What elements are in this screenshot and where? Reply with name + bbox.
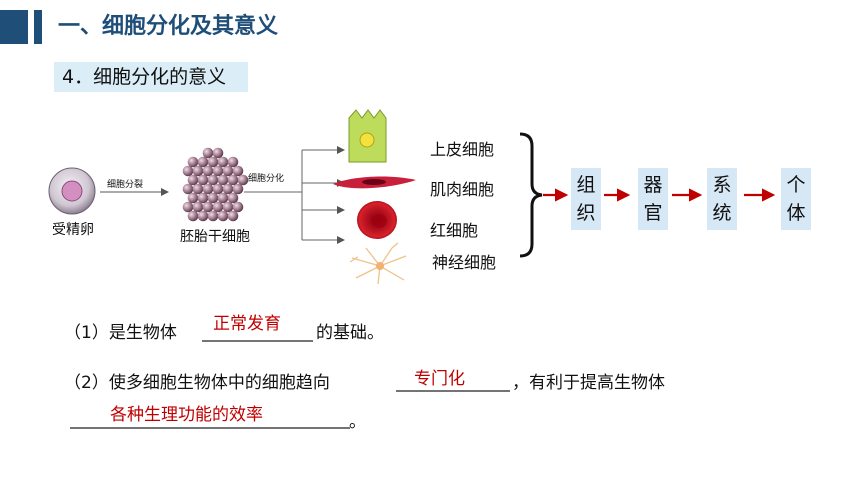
stem-cell-ball — [187, 192, 199, 204]
differentiation-branches — [244, 146, 345, 244]
individual-box: 个体 — [781, 168, 811, 230]
stem-cell-ball — [197, 174, 209, 186]
stem-cell-ball — [187, 156, 199, 168]
stem-cell-ball — [212, 183, 224, 195]
question-1-prefix: （1）是生物体 — [64, 323, 177, 343]
stem-cell-ball — [202, 183, 214, 195]
section-title: 4．细胞分化的意义 — [62, 66, 227, 88]
stem-cell-ball — [217, 156, 229, 168]
question-2-answer: 专门化 — [414, 369, 465, 389]
cell-type-label: 上皮细胞 — [430, 140, 495, 159]
nerve-cell-icon — [349, 242, 407, 285]
stem-cell-ball — [227, 210, 239, 222]
stem-cell-ball — [182, 183, 194, 195]
question-2-suffix: ，有利于提高生物体 — [512, 373, 665, 393]
grouping-brace — [519, 132, 543, 258]
stem-cell-ball — [197, 210, 209, 222]
red-blood-cell-icon — [357, 201, 397, 239]
stem-cell-ball — [212, 147, 224, 159]
muscle-cell-icon — [333, 176, 416, 189]
stem-cell-ball — [207, 210, 219, 222]
stem-cell-ball — [192, 165, 204, 177]
stem-cell-ball — [222, 165, 234, 177]
stem-cell-ball — [217, 174, 229, 186]
stem-cell-ball — [232, 165, 244, 177]
question-1-suffix: 的基础。 — [316, 323, 384, 343]
header-accent-bar — [0, 10, 28, 44]
organ-box: 器官 — [638, 168, 668, 230]
stem-cell-ball — [197, 156, 209, 168]
stem-cell-ball — [182, 165, 194, 177]
stem-cell-ball — [227, 192, 239, 204]
stem-cell-ball — [212, 201, 224, 213]
stem-cell-ball — [202, 201, 214, 213]
stem-cell-ball — [232, 183, 244, 195]
stem-cell-ball — [217, 192, 229, 204]
stem-cell-ball — [187, 210, 199, 222]
embryonic-stem-cells-icon — [182, 147, 249, 222]
cell-type-label: 神经细胞 — [432, 253, 497, 272]
stem-cell-ball — [237, 174, 249, 186]
question-2-answer-2: 各种生理功能的效率 — [110, 405, 263, 425]
stem-cell-ball — [212, 165, 224, 177]
stem-cell-ball — [207, 192, 219, 204]
stem-cell-ball — [222, 201, 234, 213]
stem-cell-ball — [222, 183, 234, 195]
stem-cell-ball — [217, 210, 229, 222]
stem-cell-ball — [232, 201, 244, 213]
epithelial-cell-icon — [348, 109, 387, 163]
cell-type-label: 红细胞 — [430, 221, 479, 240]
header-accent-bar-thin — [34, 10, 42, 44]
stem-cell-ball — [207, 156, 219, 168]
stem-cell-ball — [197, 192, 209, 204]
division-label: 细胞分裂 — [107, 180, 144, 190]
system-box: 系统 — [707, 168, 737, 230]
fertilized-egg-icon — [48, 167, 96, 215]
stem-cell-ball — [187, 174, 199, 186]
tissue-box: 组织 — [571, 168, 601, 230]
stem-cell-ball — [202, 147, 214, 159]
stem-cell-label: 胚胎干细胞 — [180, 229, 250, 245]
differentiation-label: 细胞分化 — [248, 174, 285, 184]
cell-type-label: 肌肉细胞 — [430, 180, 495, 199]
question-1-answer: 正常发育 — [213, 314, 281, 334]
stem-cell-ball — [182, 201, 194, 213]
stem-cell-ball — [227, 174, 239, 186]
question-2-end: 。 — [349, 412, 366, 432]
page-title: 一、细胞分化及其意义 — [58, 14, 279, 39]
section-title-box — [54, 62, 248, 92]
stem-cell-ball — [207, 174, 219, 186]
stem-cell-ball — [227, 156, 239, 168]
stem-cell-ball — [192, 201, 204, 213]
fertilized-egg-label: 受精卵 — [52, 222, 94, 238]
question-2-prefix: （2）使多细胞生物体中的细胞趋向 — [64, 373, 330, 393]
stem-cell-ball — [202, 165, 214, 177]
stem-cell-ball — [192, 183, 204, 195]
